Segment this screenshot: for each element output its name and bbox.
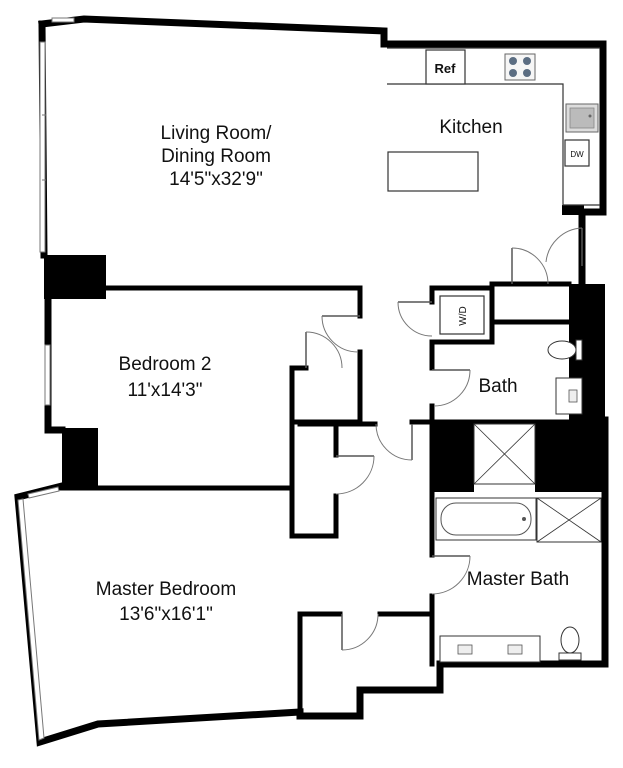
- windows: [17, 17, 75, 741]
- wall-bedroom2-top: [103, 285, 363, 319]
- living-room-name-line1: Living Room/: [161, 123, 273, 144]
- master-bath-name: Master Bath: [467, 569, 569, 590]
- master-bath-fixtures: [435, 497, 602, 663]
- door-swing-icon: [431, 555, 471, 595]
- wall-laundry: [429, 285, 572, 325]
- bath-name: Bath: [478, 376, 517, 397]
- room-labels: Living Room/ Dining Room 14'5"x32'9" Kit…: [96, 117, 569, 625]
- kitchen-fixtures: Ref DW: [387, 47, 600, 206]
- laundry: W/D: [439, 295, 485, 335]
- bedroom2-dimensions: 11'x14'3": [128, 380, 203, 401]
- door-swing-icon: [341, 613, 379, 651]
- wall-bedroom2-closet: [289, 365, 363, 425]
- kitchen-island: [387, 151, 479, 192]
- window-living: [39, 41, 46, 253]
- wall-hall-closet: [289, 419, 339, 539]
- toilet-icon: [547, 339, 583, 361]
- stove-icon: [504, 53, 536, 81]
- window-living-top: [51, 17, 75, 23]
- column-shower-right: [535, 420, 605, 492]
- wall-master-closet: [297, 611, 343, 715]
- living-room-dimensions: 14'5"x32'9": [169, 169, 263, 190]
- wall-left-middle: [44, 295, 66, 434]
- interior-walls: [59, 263, 608, 715]
- refrigerator: [425, 49, 466, 85]
- doors: [305, 227, 583, 651]
- shower-icon: [473, 423, 536, 485]
- door-swing-icon: [321, 315, 360, 353]
- column-living-left: [44, 255, 106, 299]
- dishwasher-label: DW: [570, 150, 584, 159]
- window-bedroom2: [44, 344, 51, 406]
- dishwasher: [564, 139, 590, 167]
- bedroom2-name: Bedroom 2: [119, 354, 212, 375]
- door-swing-icon: [432, 369, 471, 407]
- bath-fixtures: [547, 339, 583, 415]
- living-room-name-line2: Dining Room: [161, 146, 271, 167]
- shower-icon: [536, 497, 602, 543]
- sink-icon: [565, 103, 599, 133]
- kitchen-counter: [387, 83, 600, 206]
- structural-columns: [44, 205, 605, 492]
- washer-dryer-label: W/D: [458, 306, 469, 325]
- door-swing-icon: [397, 301, 433, 337]
- refrigerator-label: Ref: [435, 61, 457, 76]
- vanity-icon: [439, 635, 541, 663]
- window-master-top: [27, 486, 60, 499]
- wall-top: [38, 15, 607, 216]
- window-master: [17, 498, 45, 741]
- column-bedroom2-left: [62, 428, 98, 486]
- door-swing-icon: [511, 247, 549, 285]
- column-shower-left: [430, 420, 474, 492]
- master-bedroom-name: Master Bedroom: [96, 579, 236, 600]
- toilet-icon: [558, 626, 582, 661]
- master-bedroom-dimensions: 13'6"x16'1": [119, 604, 213, 625]
- column-kitchen-end: [562, 205, 584, 215]
- kitchen-name: Kitchen: [439, 117, 502, 138]
- sink-icon: [555, 377, 583, 415]
- door-swing-icon: [335, 455, 375, 495]
- bathtub-icon: [435, 497, 537, 541]
- washer-dryer: [439, 295, 485, 335]
- door-swing-icon: [305, 331, 343, 369]
- door-swing-icon: [375, 423, 413, 461]
- door-swing-icon: [545, 227, 583, 266]
